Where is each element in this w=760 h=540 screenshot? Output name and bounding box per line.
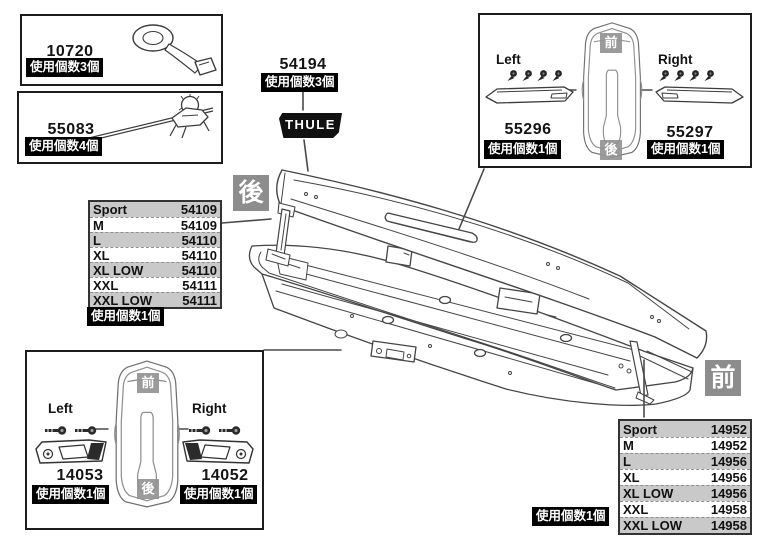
- qty-badge-strap: 使用個数3個: [26, 58, 104, 77]
- size-cell: XXL: [93, 277, 119, 293]
- num-cell: 14958: [710, 502, 747, 517]
- part-number-rod: 55083: [47, 121, 95, 138]
- strip-part-icon-left: [485, 86, 574, 104]
- qty-badge-mount-left: 使用個数1個: [32, 485, 110, 504]
- table-row: XL LOW 14956: [620, 485, 750, 501]
- bolts-icon-left: [45, 426, 97, 435]
- table-row: XL LOW 54110: [90, 262, 220, 278]
- part-number-logo: 54194: [279, 56, 327, 73]
- size-cell: XL LOW: [623, 486, 674, 501]
- table-row: XXL 54111: [90, 277, 220, 293]
- size-cell: XL: [93, 247, 110, 263]
- num-cell: 54109: [180, 202, 217, 217]
- lid-size-table: Sport 54109 M 54109 L 54110 XL 54110 XL LOW 5…: [88, 200, 222, 309]
- front-tag-mounts: 前: [137, 373, 159, 393]
- bolts-icon-right: [189, 426, 241, 435]
- num-cell: 54111: [182, 277, 217, 293]
- rear-direction-label: 後: [233, 175, 269, 211]
- table-row: M 14952: [620, 437, 750, 453]
- roofbox-lid-drawing: [265, 169, 708, 359]
- num-cell: 54110: [181, 232, 217, 248]
- size-cell: Sport: [623, 421, 657, 437]
- rear-tag-strips: 後: [600, 140, 622, 160]
- table-row: Sport 14952: [620, 421, 750, 437]
- leader-strips-to-lid: [458, 168, 485, 230]
- part-number-mount-left: 14053: [56, 467, 104, 484]
- qty-badge-logo: 使用個数3個: [261, 73, 339, 92]
- table-row: L 54110: [90, 232, 220, 248]
- screws-icon-left: [507, 70, 562, 81]
- size-cell: XL LOW: [93, 262, 144, 278]
- table-row: XXL LOW 54111: [90, 292, 220, 308]
- part-number-strip-left: 55296: [504, 121, 552, 138]
- table-row: M 54109: [90, 217, 220, 233]
- table-row: XXL 14958: [620, 501, 750, 517]
- size-cell: XXL LOW: [623, 518, 682, 533]
- tension-rod-icon: [30, 94, 214, 156]
- size-cell: M: [623, 438, 634, 453]
- thule-logo-badge: THULE: [279, 113, 342, 138]
- table-row: XL 54110: [90, 247, 220, 263]
- right-label-strips: Right: [658, 52, 693, 67]
- qty-badge-lid-table: 使用個数1個: [87, 307, 165, 326]
- size-cell: M: [93, 217, 104, 233]
- bracket-part-icon-left: [35, 439, 107, 464]
- leader-logo-to-lid: [303, 139, 309, 172]
- front-direction-label: 前: [705, 360, 741, 396]
- part-box-base-mounts: Left Right: [25, 350, 264, 530]
- part-box-lid-strips: Left Right: [478, 13, 752, 168]
- screws-icon-right: [659, 70, 714, 81]
- base-size-table: Sport 14952 M 14952 L 14956 XL 14956 XL LOW 1…: [618, 419, 752, 535]
- right-label-mounts: Right: [192, 401, 227, 416]
- size-cell: XL: [623, 470, 640, 485]
- front-tag-strips: 前: [600, 33, 622, 53]
- strap-coil-icon: [132, 24, 217, 76]
- num-cell: 54109: [180, 217, 217, 233]
- size-cell: Sport: [93, 202, 127, 217]
- num-cell: 14956: [710, 470, 747, 485]
- rear-tag-mounts: 後: [137, 479, 159, 499]
- num-cell: 14956: [710, 486, 747, 501]
- num-cell: 54110: [181, 247, 217, 263]
- num-cell: 14952: [710, 421, 747, 437]
- size-cell: L: [623, 454, 631, 469]
- size-cell: XXL: [623, 502, 649, 517]
- table-row: L 14956: [620, 453, 750, 469]
- num-cell: 14956: [710, 454, 747, 469]
- qty-badge-rod: 使用個数4個: [25, 137, 103, 156]
- part-number-strip-right: 55297: [666, 124, 714, 141]
- num-cell: 14958: [710, 518, 747, 533]
- part-box-strap: 10720 使用個数3個: [20, 14, 223, 86]
- table-row: XL 14956: [620, 469, 750, 485]
- num-cell: 54110: [181, 262, 217, 278]
- bracket-part-icon-right: [182, 439, 254, 464]
- num-cell: 14952: [710, 438, 747, 453]
- strip-part-icon-right: [655, 86, 744, 104]
- size-cell: XXL LOW: [93, 292, 152, 308]
- table-row: XXL LOW 14958: [620, 517, 750, 533]
- qty-badge-strip-left: 使用個数1個: [484, 140, 562, 159]
- part-number-mount-right: 14052: [201, 467, 249, 484]
- part-box-rod: 55083 使用個数4個: [17, 91, 223, 164]
- part-number-strap: 10720: [46, 43, 94, 60]
- leader-lines: [95, 89, 653, 430]
- qty-badge-mount-right: 使用個数1個: [180, 485, 258, 504]
- qty-badge-strip-right: 使用個数1個: [647, 140, 725, 159]
- left-label-mounts: Left: [48, 401, 73, 416]
- num-cell: 54111: [182, 292, 217, 308]
- leader-lidtable-to-strut: [221, 218, 272, 224]
- qty-badge-base-table: 使用個数1個: [532, 507, 610, 526]
- table-row: Sport 54109: [90, 202, 220, 217]
- left-label-strips: Left: [496, 52, 521, 67]
- size-cell: L: [93, 232, 101, 248]
